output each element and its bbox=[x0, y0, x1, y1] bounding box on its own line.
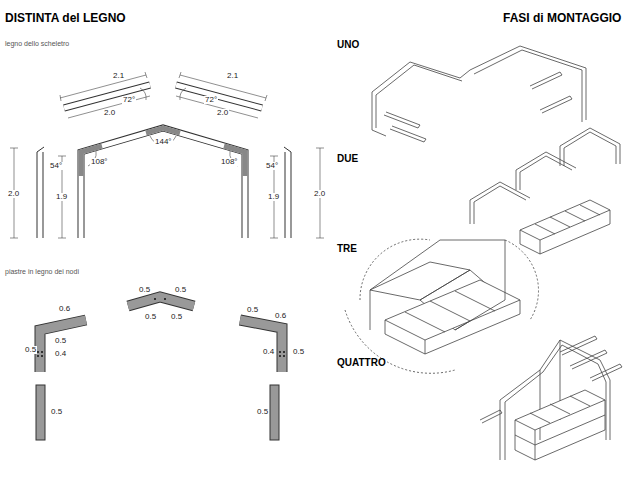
sublabel-label: legno dello scheletro bbox=[4, 40, 70, 47]
dimension-label: 2.1 bbox=[226, 72, 239, 80]
angle-label: 54° bbox=[49, 162, 63, 170]
dimension-label: 2.0 bbox=[103, 109, 116, 117]
dimension-label: 0.5 bbox=[246, 306, 259, 314]
angle-label: 108° bbox=[220, 158, 239, 166]
dimension-label: 2.1 bbox=[112, 72, 125, 80]
dimension-label: 0.4 bbox=[262, 348, 275, 356]
dimension-label: 1.9 bbox=[267, 193, 280, 201]
angle-label: 54° bbox=[265, 162, 279, 170]
phase-label: UNO bbox=[336, 40, 360, 50]
dimension-label: 0.6 bbox=[274, 312, 287, 320]
phase-label: TRE bbox=[336, 244, 358, 254]
dimension-label: 0.6 bbox=[58, 305, 71, 313]
dimension-label: 0.5 bbox=[54, 337, 67, 345]
dimension-label: 0.5 bbox=[170, 313, 183, 321]
phase-label: DUE bbox=[336, 154, 359, 164]
dimension-label: 0.5 bbox=[50, 408, 63, 416]
dimension-label: 0.5 bbox=[144, 313, 157, 321]
phase-label: QUATTRO bbox=[336, 358, 387, 368]
dimension-label: 1.9 bbox=[55, 193, 68, 201]
angle-label: 72° bbox=[204, 96, 218, 104]
dimension-label: 0.5 bbox=[24, 346, 37, 354]
dimension-label: 2.0 bbox=[216, 109, 229, 117]
angle-label: 108° bbox=[90, 158, 109, 166]
dimension-label: 0.4 bbox=[54, 350, 67, 358]
dimension-label: 2.0 bbox=[313, 190, 326, 198]
dimension-label: 0.5 bbox=[138, 286, 151, 294]
heading-label: FASI di MONTAGGIO bbox=[502, 12, 622, 24]
dimension-label: 0.5 bbox=[256, 408, 269, 416]
angle-label: 144° bbox=[154, 138, 173, 146]
dimension-label: 0.5 bbox=[292, 348, 305, 356]
dimension-label: 2.0 bbox=[7, 190, 20, 198]
sublabel-label: piastre in legno dei nodi bbox=[4, 268, 80, 275]
dimension-label: 0.5 bbox=[174, 286, 187, 294]
angle-label: 72° bbox=[122, 96, 136, 104]
heading-label: DISTINTA del LEGNO bbox=[4, 12, 127, 24]
